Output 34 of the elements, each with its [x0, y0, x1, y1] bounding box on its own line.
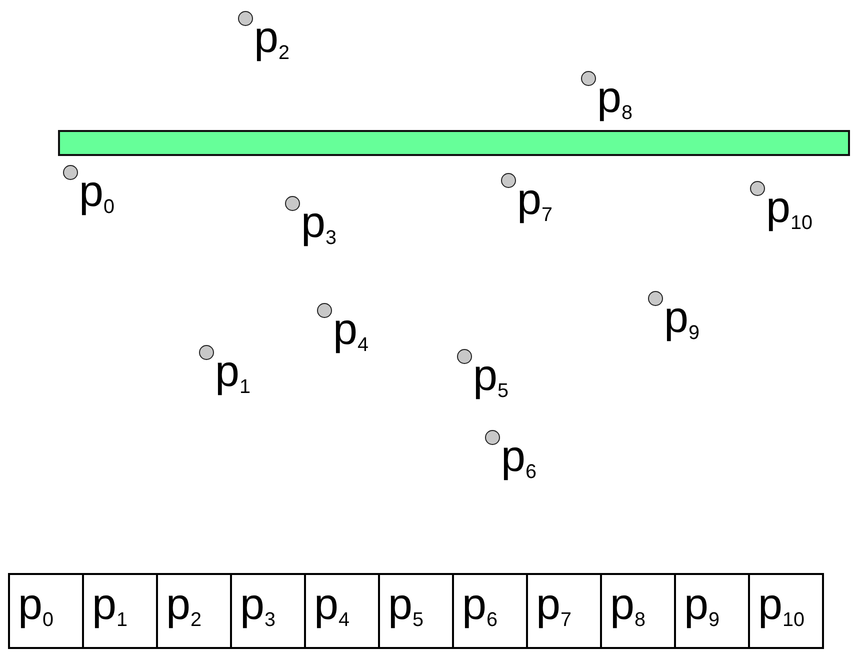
point-label: p$_{7}$	[517, 178, 552, 228]
point-label: p$_{4}$	[333, 308, 368, 358]
point-marker	[485, 430, 500, 445]
array-cell: p$_{2}$	[156, 573, 232, 649]
array-cell: p$_{3}$	[230, 573, 306, 649]
point-label: p$_{5}$	[473, 354, 508, 404]
point-label: p$_{10}$	[766, 186, 812, 236]
point-label: p$_{2}$	[254, 16, 290, 66]
array-cell: p$_{10}$	[748, 573, 824, 649]
point-marker	[285, 196, 300, 211]
point-marker	[238, 11, 253, 26]
point-marker	[581, 71, 596, 86]
point-marker	[317, 303, 332, 318]
array-cell: p$_{8}$	[600, 573, 676, 649]
point-marker	[648, 291, 663, 306]
array-cell: p$_{9}$	[674, 573, 750, 649]
point-label: p$_{0}$	[79, 170, 114, 220]
array-cell: p$_{1}$	[82, 573, 158, 649]
point-marker	[63, 165, 78, 180]
point-marker	[199, 345, 214, 360]
point-marker	[750, 181, 765, 196]
point-label: p$_{9}$	[664, 296, 700, 346]
point-marker	[501, 173, 516, 188]
array-cell: p$_{5}$	[378, 573, 454, 649]
array-cell: p$_{0}$	[8, 573, 84, 649]
array-cell: p$_{6}$	[452, 573, 528, 649]
point-label: p$_{3}$	[301, 201, 336, 251]
point-label: p$_{8}$	[597, 76, 632, 126]
line-segment-bar	[58, 130, 850, 156]
point-marker	[457, 349, 472, 364]
point-label: p$_{6}$	[501, 435, 536, 485]
point-label: p$_{1}$	[215, 350, 250, 400]
array-cell: p$_{7}$	[526, 573, 602, 649]
array-cell: p$_{4}$	[304, 573, 380, 649]
